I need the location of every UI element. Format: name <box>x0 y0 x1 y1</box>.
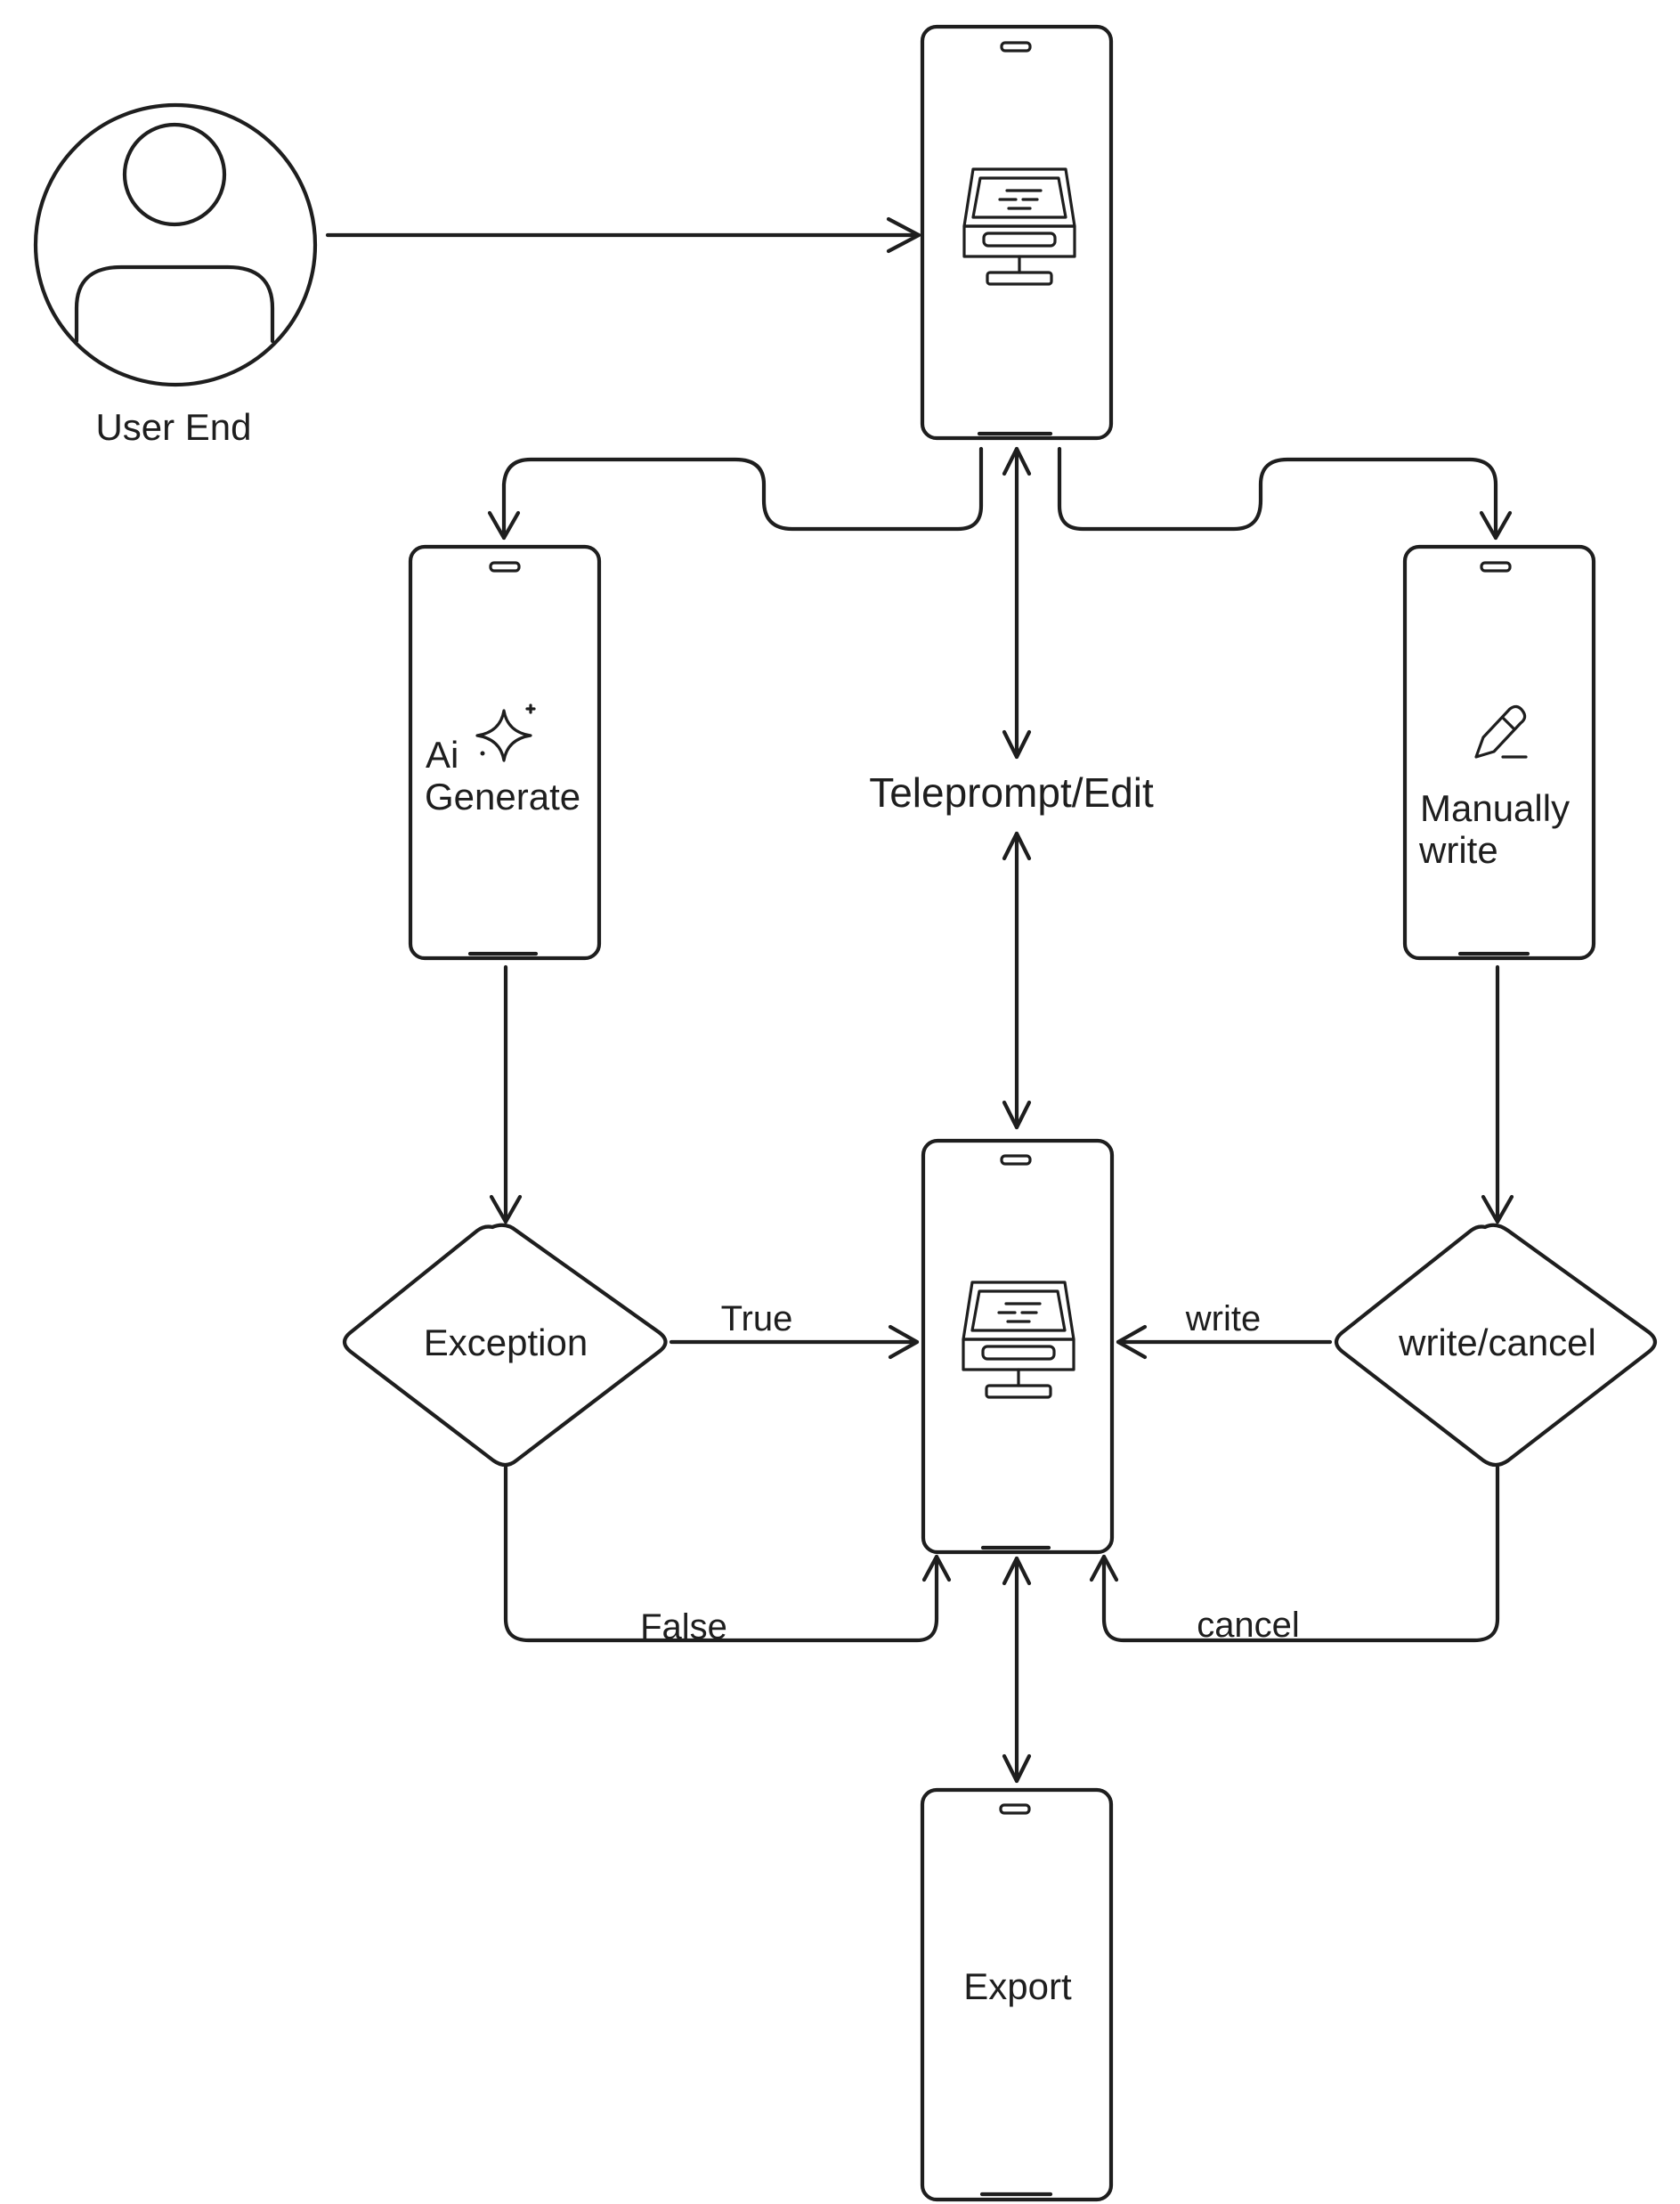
edge-exception-true: True <box>669 1299 920 1360</box>
edge-device-to-ai <box>487 446 984 541</box>
device-frame <box>1402 544 1596 961</box>
true-label: True <box>721 1299 793 1338</box>
export-label: Export <box>963 1965 1072 2007</box>
cancel-edge-label: cancel <box>1197 1606 1300 1645</box>
edge-middle-to-export <box>1002 1556 1032 1784</box>
pencil-icon <box>1474 704 1528 759</box>
device-speaker <box>1480 561 1512 573</box>
ai-label: Ai <box>426 734 459 776</box>
ai-generate-node[interactable]: Ai Generate <box>408 544 602 961</box>
main-device-middle <box>921 1138 1115 1555</box>
manual-write-node[interactable]: Manually write <box>1402 544 1596 961</box>
user-circle <box>33 102 318 387</box>
device-frame <box>921 1138 1115 1555</box>
edge-teleprompt-to-middle-device <box>1002 831 1032 1130</box>
user-avatar-icon <box>74 122 275 344</box>
device-speaker <box>1000 1154 1032 1166</box>
teleprompter-monitor-icon <box>962 1281 1075 1399</box>
edge-device-to-teleprompt <box>1002 446 1032 760</box>
sparkle-icon <box>475 703 536 762</box>
write-edge-label: write <box>1185 1299 1261 1338</box>
device-speaker <box>1000 41 1032 53</box>
device-frame <box>920 1787 1114 2202</box>
generate-label: Generate <box>425 776 580 817</box>
user-end-label: User End <box>95 406 251 448</box>
edge-ai-to-exception <box>489 964 523 1224</box>
teleprompter-monitor-icon <box>962 167 1076 286</box>
user-node: User End <box>33 102 318 448</box>
edge-exception-false: False <box>503 1465 952 1647</box>
decision-diamond <box>1334 1223 1658 1468</box>
write-label: write <box>1418 829 1498 871</box>
edge-write: write <box>1116 1299 1333 1360</box>
teleprompt-edit-label: Teleprompt/Edit <box>869 769 1154 816</box>
export-node[interactable]: Export <box>920 1787 1114 2202</box>
device-frame <box>920 24 1114 441</box>
edge-manual-to-write-cancel <box>1481 964 1514 1224</box>
write-cancel-decision: write/cancel <box>1334 1223 1658 1468</box>
exception-decision: Exception <box>342 1223 668 1468</box>
decision-diamond <box>342 1223 668 1468</box>
device-speaker <box>489 561 521 573</box>
main-device-top <box>920 24 1114 441</box>
manually-label: Manually <box>1420 787 1570 829</box>
edge-user-to-device <box>325 216 921 254</box>
device-frame <box>408 544 602 961</box>
device-speaker <box>999 1803 1031 1815</box>
edge-cancel: cancel <box>1089 1465 1500 1645</box>
write-cancel-label: write/cancel <box>1398 1322 1596 1363</box>
false-label: False <box>640 1607 727 1647</box>
exception-label: Exception <box>424 1322 588 1363</box>
edge-device-to-manual <box>1057 446 1513 541</box>
